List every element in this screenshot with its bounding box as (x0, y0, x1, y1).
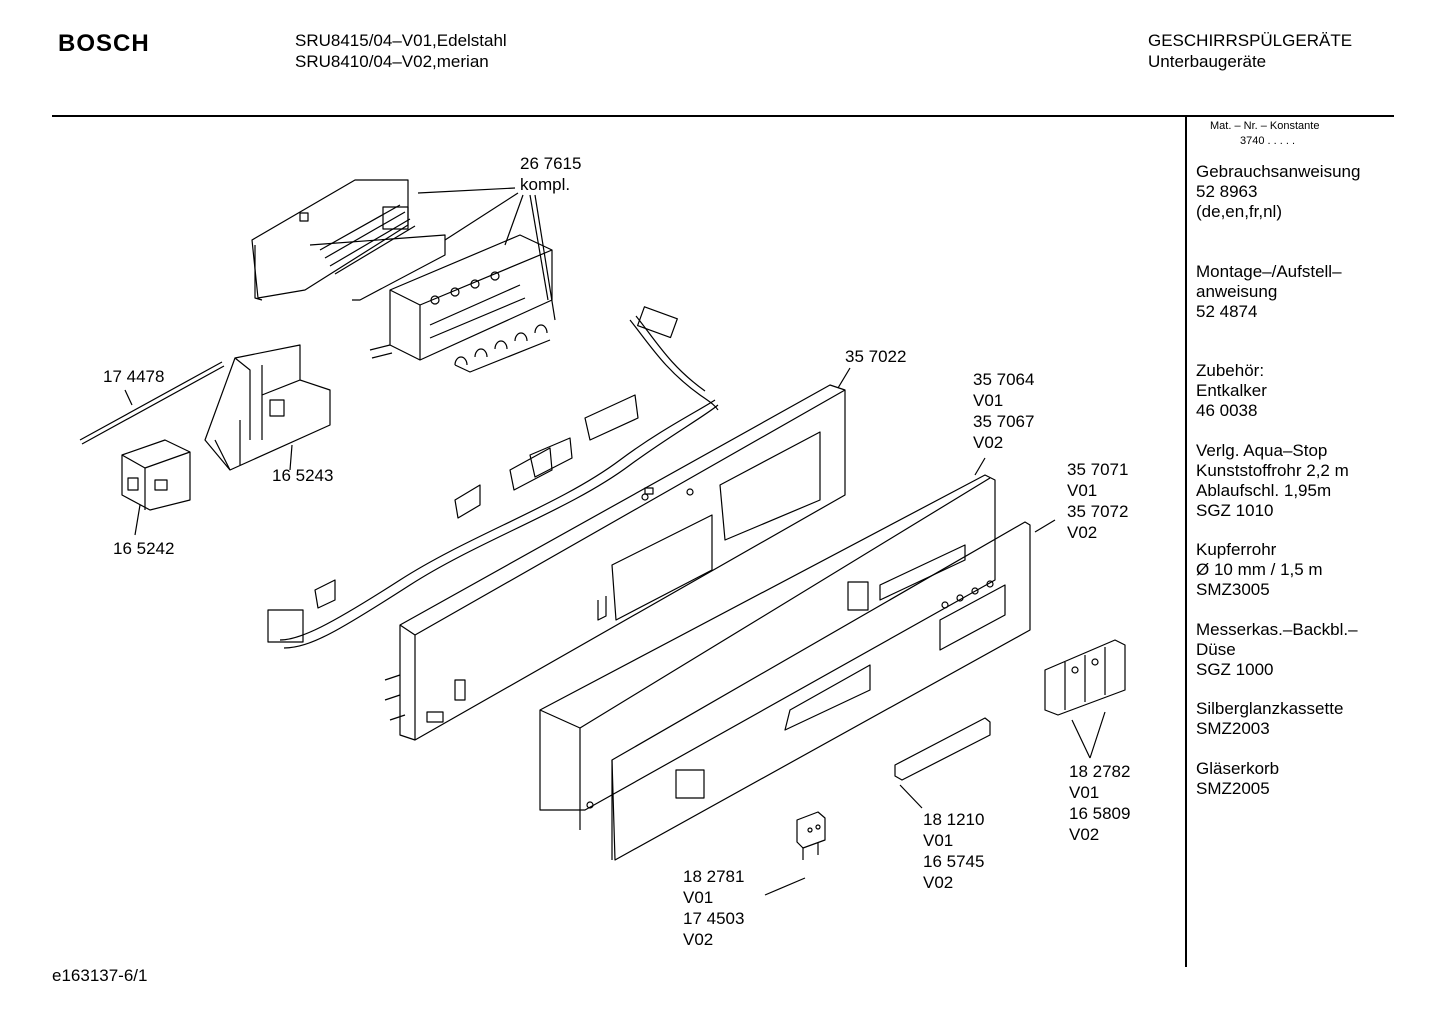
brand-logo: BOSCH (58, 30, 150, 57)
sidebar-line: Ø 10 mm / 1,5 m (1196, 560, 1323, 579)
front-panel-part (540, 475, 995, 830)
callout-line: V02 (1069, 825, 1100, 844)
strip-part (895, 718, 990, 780)
callout-174478: 17 4478 (103, 366, 164, 387)
model-line-1: SRU8415/04–V01,Edelstahl (295, 31, 507, 50)
sidebar-item-kupferrohr: Kupferrohr Ø 10 mm / 1,5 m SMZ3005 (1196, 540, 1323, 600)
category-line-2: Unterbaugeräte (1148, 52, 1267, 71)
sidebar-line: Kunststoffrohr 2,2 m (1196, 461, 1349, 480)
sidebar-line: (de,en,fr,nl) (1196, 202, 1282, 221)
sidebar-divider (1185, 115, 1187, 967)
callout-357071: 35 7071 V01 35 7072 V02 (1067, 459, 1128, 543)
callout-line: V02 (973, 433, 1004, 452)
callout-182781: 18 2781 V01 17 4503 V02 (683, 866, 744, 950)
sidebar-line: Gebrauchsanweisung (1196, 162, 1361, 181)
button-set-part (1045, 640, 1125, 715)
sidebar-line: SGZ 1010 (1196, 501, 1274, 520)
callout-181210: 18 1210 V01 16 5745 V02 (923, 809, 984, 893)
sidebar-line: SMZ2003 (1196, 719, 1270, 738)
sidebar-line: 52 8963 (1196, 182, 1258, 201)
callout-357064: 35 7064 V01 35 7067 V02 (973, 369, 1034, 453)
electronic-module-part (252, 180, 552, 372)
callout-267615: 26 7615 kompl. (520, 153, 581, 195)
callout-line: V01 (1069, 783, 1100, 802)
callout-line: 16 5243 (272, 466, 334, 485)
sidebar-line: Gläserkorb (1196, 759, 1280, 778)
callout-line: 26 7615 (520, 154, 582, 173)
callout-line: 16 5809 (1069, 804, 1131, 823)
sidebar-line: Montage–/Aufstell– (1196, 262, 1342, 281)
drawing-id: e163137-6/1 (52, 966, 148, 985)
callout-line: V01 (1067, 481, 1098, 500)
callout-line: kompl. (520, 175, 571, 194)
callout-line: 17 4478 (103, 367, 165, 386)
sidebar-line: Silberglanzkassette (1196, 699, 1344, 718)
model-line-2: SRU8410/04–V02,merian (295, 52, 489, 71)
sidebar-line: 52 4874 (1196, 302, 1258, 321)
sidebar-line: anweisung (1196, 282, 1278, 301)
sidebar-line: Zubehör: (1196, 361, 1265, 380)
sidebar-item-messerkasten: Messerkas.–Backbl.– Düse SGZ 1000 (1196, 620, 1358, 680)
rod-part (80, 362, 224, 444)
mat-number-value: 3740 . . . . . (1240, 135, 1296, 147)
cable-harness-part (268, 307, 718, 648)
sidebar-line: Verlg. Aqua–Stop (1196, 441, 1328, 460)
sidebar-item-zubehoer: Zubehör: Entkalker 46 0038 (1196, 361, 1267, 421)
leader-lines (125, 188, 1105, 895)
callout-357022: 35 7022 (845, 346, 906, 367)
switch-part (122, 440, 190, 510)
sidebar-item-gebrauchsanweisung: Gebrauchsanweisung 52 8963 (de,en,fr,nl) (1196, 162, 1360, 222)
sidebar-line: SMZ3005 (1196, 580, 1270, 599)
sidebar-line: Entkalker (1196, 381, 1267, 400)
callout-line: V02 (923, 873, 954, 892)
callout-line: 35 7072 (1067, 502, 1129, 521)
callout-line: V01 (973, 391, 1004, 410)
control-frame-part (385, 385, 845, 740)
callout-line: 35 7022 (845, 347, 907, 366)
callout-line: V01 (683, 888, 714, 907)
sidebar-line: 46 0038 (1196, 401, 1258, 420)
callout-line: 17 4503 (683, 909, 745, 928)
exploded-view-drawing (0, 0, 1180, 1019)
callout-line: 16 5745 (923, 852, 985, 871)
header-rule (52, 115, 1394, 117)
bracket-part (205, 345, 330, 470)
sidebar-item-silberglanzkassette: Silberglanzkassette SMZ2003 (1196, 699, 1343, 739)
callout-line: V02 (683, 930, 714, 949)
callout-line: 18 2782 (1069, 762, 1131, 781)
callout-line: V02 (1067, 523, 1098, 542)
callout-line: 35 7064 (973, 370, 1035, 389)
sidebar-line: Ablaufschl. 1,95m (1196, 481, 1332, 500)
callout-line: V01 (923, 831, 954, 850)
sidebar-item-montage: Montage–/Aufstell– anweisung 52 4874 (1196, 262, 1342, 322)
callout-line: 18 2781 (683, 867, 745, 886)
callout-165242: 16 5242 (113, 538, 174, 559)
sidebar-line: SGZ 1000 (1196, 660, 1274, 679)
sidebar-item-glaeserkorb: Gläserkorb SMZ2005 (1196, 759, 1279, 799)
sidebar-line: Düse (1196, 640, 1236, 659)
mat-number-heading: Mat. – Nr. – Konstante (1210, 120, 1320, 132)
fascia-part (612, 522, 1030, 860)
sidebar-line: SMZ2005 (1196, 779, 1270, 798)
callout-line: 18 1210 (923, 810, 985, 829)
sidebar-line: Kupferrohr (1196, 540, 1277, 559)
small-switch-part (797, 812, 825, 860)
sidebar-line: Messerkas.–Backbl.– (1196, 620, 1358, 639)
callout-line: 35 7071 (1067, 460, 1129, 479)
callout-182782: 18 2782 V01 16 5809 V02 (1069, 761, 1130, 845)
callout-line: 16 5242 (113, 539, 175, 558)
callout-165243: 16 5243 (272, 465, 333, 486)
sidebar-item-aqua-stop: Verlg. Aqua–Stop Kunststoffrohr 2,2 m Ab… (1196, 441, 1349, 521)
category-line-1: GESCHIRRSPÜLGERÄTE (1148, 31, 1353, 50)
callout-line: 35 7067 (973, 412, 1035, 431)
